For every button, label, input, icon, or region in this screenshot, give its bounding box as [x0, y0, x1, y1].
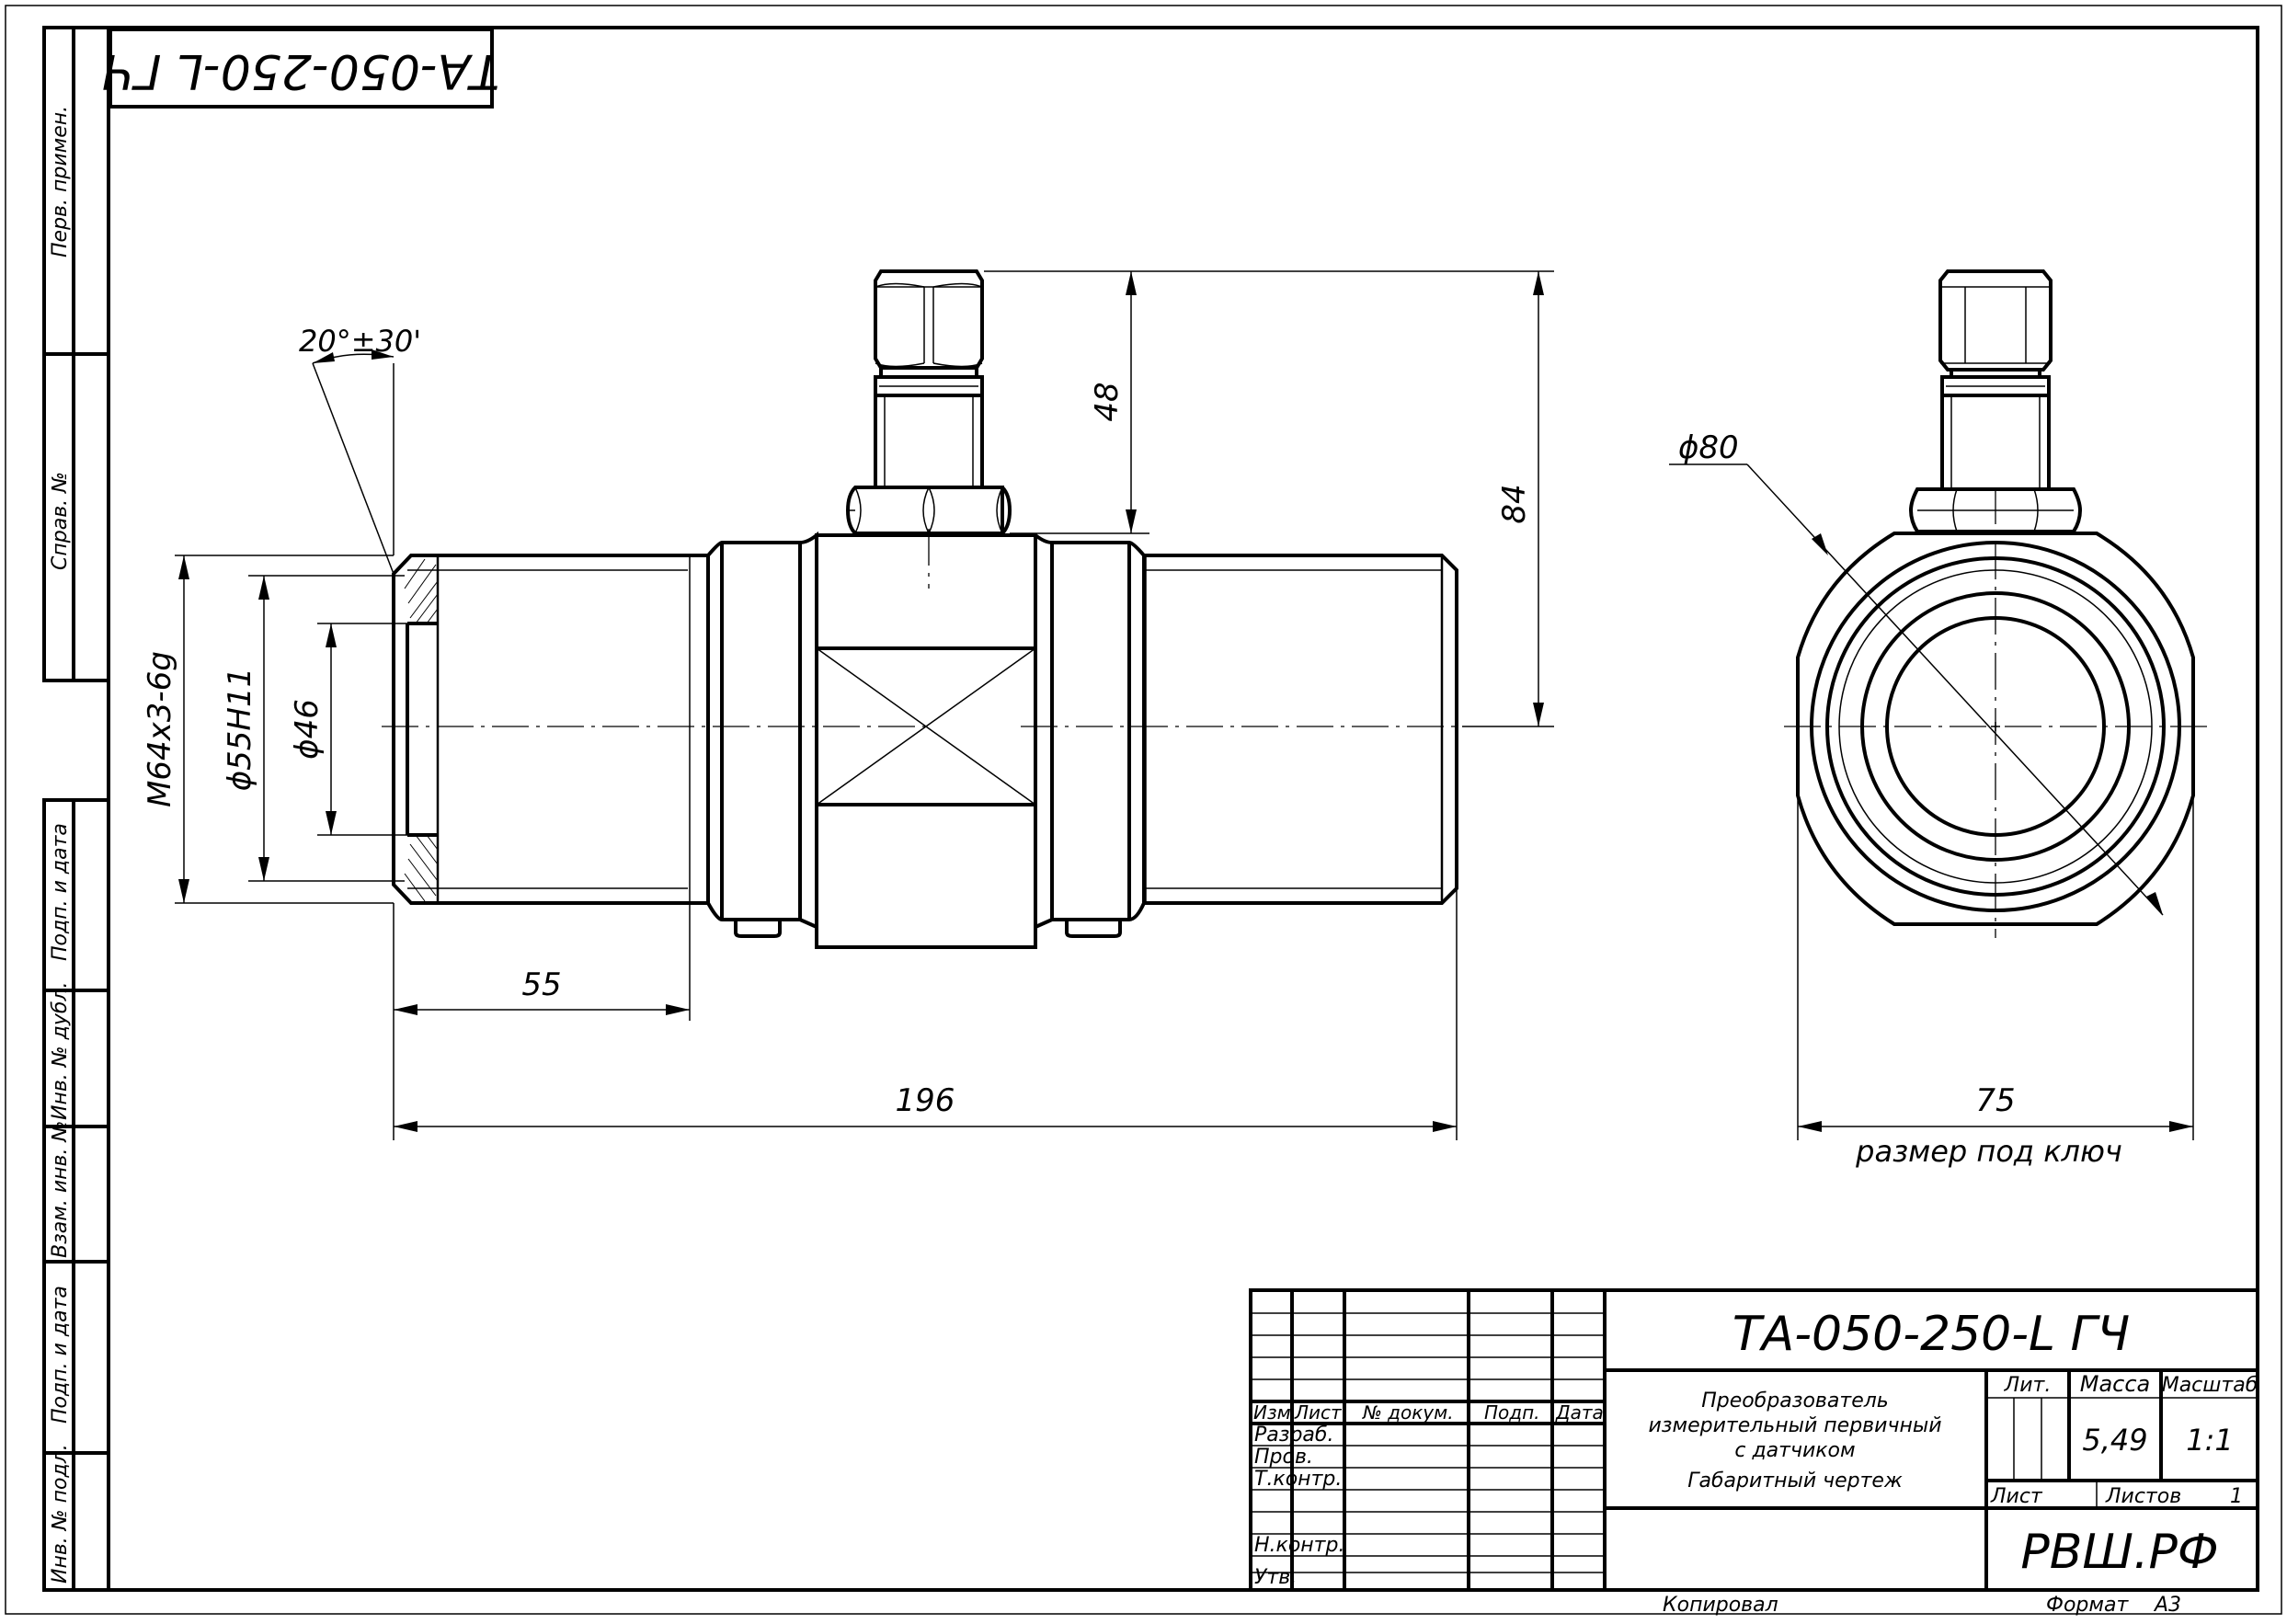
tb-mass-value: 5,49 — [2082, 1423, 2147, 1458]
tb-sheets-value: 1 — [2230, 1485, 2243, 1508]
right-collar — [1034, 533, 1146, 929]
tb-role-razrab: Разраб. — [1254, 1424, 1333, 1447]
dim-bore-label: ϕ55Н11 — [222, 668, 258, 792]
dim-inner-label: ϕ46 — [289, 699, 326, 760]
tb-name-line-1: Преобразователь — [1701, 1390, 1889, 1412]
tb-sheet-label: Лист — [1990, 1485, 2043, 1508]
tb-col-izm: Изм. — [1253, 1401, 1297, 1424]
tb-scale-label: Масштаб — [2162, 1374, 2258, 1397]
tb-role-utv: Утв. — [1254, 1566, 1297, 1589]
side-label-vzam-inv: Взам. инв. № — [49, 1121, 72, 1258]
side-view: ϕ80 75 размер под ключ — [1669, 269, 2207, 1169]
tb-col-podp: Подп. — [1484, 1401, 1540, 1424]
dim-75-label: 75 — [1975, 1082, 2015, 1119]
side-label-sprav-no: Справ. № — [49, 472, 72, 570]
tb-role-nkontr: Н.контр. — [1254, 1534, 1344, 1557]
tb-role-tkontr: Т.контр. — [1254, 1468, 1342, 1491]
right-thread-body — [1144, 554, 1458, 905]
dim-55-label: 55 — [521, 966, 561, 1003]
center-hex-body — [815, 533, 1037, 949]
tb-role-prov: Пров. — [1254, 1446, 1313, 1469]
dim-angle-leader — [312, 362, 395, 575]
front-view: М64х3-6g ϕ55Н11 ϕ46 20°±30' 55 196 — [142, 269, 1554, 1140]
tb-mass-label: Масса — [2080, 1371, 2151, 1397]
tb-sheets-label: Листов — [2105, 1485, 2181, 1508]
tb-col-data: Дата — [1555, 1401, 1604, 1424]
dim-thread-label: М64х3-6g — [142, 651, 178, 807]
hatch-bottom — [404, 834, 439, 902]
side-label-perv-primen: Перв. примен. — [49, 106, 72, 257]
sensor-stem — [874, 394, 984, 489]
code-rotated: ТА-050-250-L ГЧ — [102, 43, 499, 98]
dim-80-label: ϕ80 — [1678, 429, 1739, 466]
side-label-podp-data-1: Подп. и дата — [49, 823, 72, 961]
side-strip-bottom-box — [42, 798, 110, 1592]
side-label-inv-dubl: Инв. № дубл. — [49, 981, 72, 1120]
side-sensor-lower-nut — [1908, 487, 2083, 533]
side-sensor-stem — [1940, 394, 2051, 491]
hatch-top — [404, 558, 439, 624]
dim-196-label: 196 — [896, 1082, 955, 1119]
side-strip: Перв. примен. Справ. № Подп. и дата Инв.… — [42, 26, 110, 1592]
sensor-top-nut — [874, 269, 984, 370]
tb-name-line-2: измерительный первичный — [1648, 1414, 1941, 1437]
tb-name-line-3: с датчиком — [1734, 1439, 1855, 1462]
left-thread-body — [392, 554, 710, 905]
side-label-podp-data-2: Подп. и дата — [49, 1286, 72, 1424]
tb-company: РВШ.РФ — [2020, 1525, 2218, 1580]
code-box-rotated: ТА-050-250-L ГЧ — [102, 28, 499, 109]
tb-col-list: Лист — [1294, 1401, 1343, 1424]
tb-col-dokum: № докум. — [1362, 1401, 1454, 1424]
tb-format-label: Формат — [2046, 1594, 2129, 1617]
dim-75-note: размер под ключ — [1855, 1134, 2122, 1169]
left-collar — [706, 531, 818, 931]
tb-format-value: А3 — [2153, 1594, 2181, 1617]
dim-48-label: 48 — [1089, 382, 1126, 421]
sensor-lower-nut — [845, 486, 1004, 535]
title-block: Изм. Лист № докум. Подп. Дата Разраб. Пр… — [1249, 1288, 2259, 1617]
tb-name-line-4: Габаритный чертеж — [1687, 1470, 1903, 1492]
tb-lit-label: Лит. — [2004, 1374, 2052, 1397]
side-hex-body — [1796, 532, 2195, 926]
dim-84-label: 84 — [1496, 484, 1533, 523]
tb-designation: ТА-050-250-L ГЧ — [1732, 1307, 2130, 1362]
sheet-trim — [5, 5, 2282, 1615]
side-sensor-top-nut — [1938, 269, 2053, 372]
side-label-inv-podl: Инв. № подл. — [49, 1444, 72, 1584]
dim-angle-label: 20°±30' — [299, 324, 421, 359]
tb-scale-value: 1:1 — [2186, 1423, 2234, 1458]
tb-copied: Копировал — [1663, 1594, 1778, 1617]
